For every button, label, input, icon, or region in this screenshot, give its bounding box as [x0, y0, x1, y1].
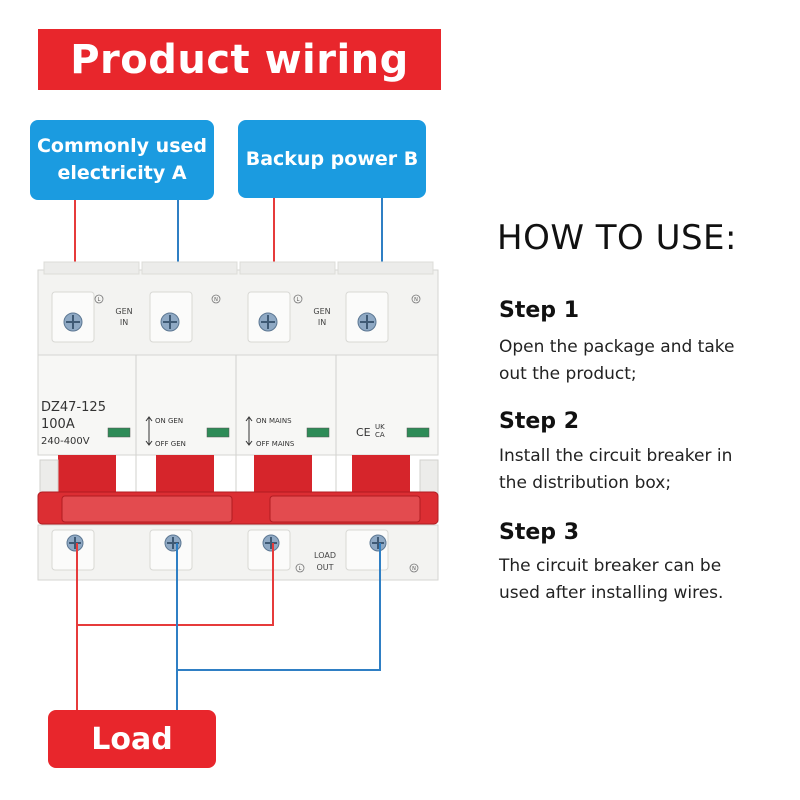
- screw-top-2: [160, 312, 180, 332]
- screw-bottom-3: [262, 534, 280, 552]
- status-window-1: [107, 427, 131, 438]
- terminal-n-top-2: N: [414, 297, 418, 303]
- step-1-line2: out the product;: [499, 364, 637, 384]
- screw-top-3: [258, 312, 278, 332]
- breaker-body: [37, 261, 439, 581]
- ce-mark: CE: [356, 426, 371, 439]
- voltage-label: 240-400V: [41, 436, 90, 447]
- terminal-l-bottom: L: [299, 566, 302, 572]
- wire-load-neutral: [176, 543, 381, 710]
- status-window-2: [206, 427, 230, 438]
- step-3-title: Step 3: [499, 520, 579, 545]
- step-2-line2: the distribution box;: [499, 473, 672, 493]
- source-b-label: Backup power B: [238, 120, 426, 198]
- load-label: Load: [48, 710, 216, 768]
- wire-load-live: [76, 543, 274, 710]
- breaker-handles: [37, 455, 439, 525]
- step-1-desc: Open the package and take out the produc…: [499, 334, 779, 388]
- gen-in-label-1b: IN: [120, 318, 128, 327]
- gen-in-label-2b: IN: [318, 318, 326, 327]
- terminal-n-top-1: N: [214, 297, 218, 303]
- screw-bottom-1: [66, 534, 84, 552]
- screw-top-1: [63, 312, 83, 332]
- howto-title: HOW TO USE:: [497, 218, 737, 258]
- status-window-4: [406, 427, 430, 438]
- step-2-line1: Install the circuit breaker in: [499, 446, 733, 466]
- terminal-l-top-1: L: [98, 297, 101, 303]
- step-1-line1: Open the package and take: [499, 337, 735, 357]
- off-mains-label: OFF MAINS: [256, 440, 295, 448]
- screw-bottom-4: [369, 534, 387, 552]
- step-3-desc: The circuit breaker can be used after in…: [499, 553, 779, 607]
- terminal-l-top-2: L: [297, 297, 300, 303]
- model-label: DZ47-125: [41, 400, 106, 415]
- source-a-label: Commonly used electricity A: [30, 120, 214, 200]
- gen-in-label-1a: GEN: [115, 307, 132, 316]
- status-window-3: [306, 427, 330, 438]
- source-a-line2: electricity A: [57, 162, 187, 184]
- load-out-label-a: LOAD: [314, 551, 336, 560]
- load-out-label-b: OUT: [316, 563, 333, 572]
- step-2-desc: Install the circuit breaker in the distr…: [499, 443, 779, 497]
- gen-in-label-2a: GEN: [313, 307, 330, 316]
- on-mains-label: ON MAINS: [256, 417, 292, 425]
- ukca-mark-bottom: CA: [375, 431, 385, 439]
- step-2-title: Step 2: [499, 409, 579, 434]
- source-a-line1: Commonly used: [36, 135, 207, 157]
- screw-bottom-2: [164, 534, 182, 552]
- step-1-title: Step 1: [499, 298, 579, 323]
- step-3-line2: used after installing wires.: [499, 583, 724, 603]
- step-3-line1: The circuit breaker can be: [499, 556, 722, 576]
- screw-top-4: [357, 312, 377, 332]
- ukca-mark-top: UK: [375, 423, 385, 431]
- banner-title: Product wiring: [38, 29, 441, 90]
- on-gen-label: ON GEN: [155, 417, 183, 425]
- off-gen-label: OFF GEN: [155, 440, 186, 448]
- terminal-n-bottom: N: [412, 566, 416, 572]
- current-label: 100A: [41, 417, 75, 432]
